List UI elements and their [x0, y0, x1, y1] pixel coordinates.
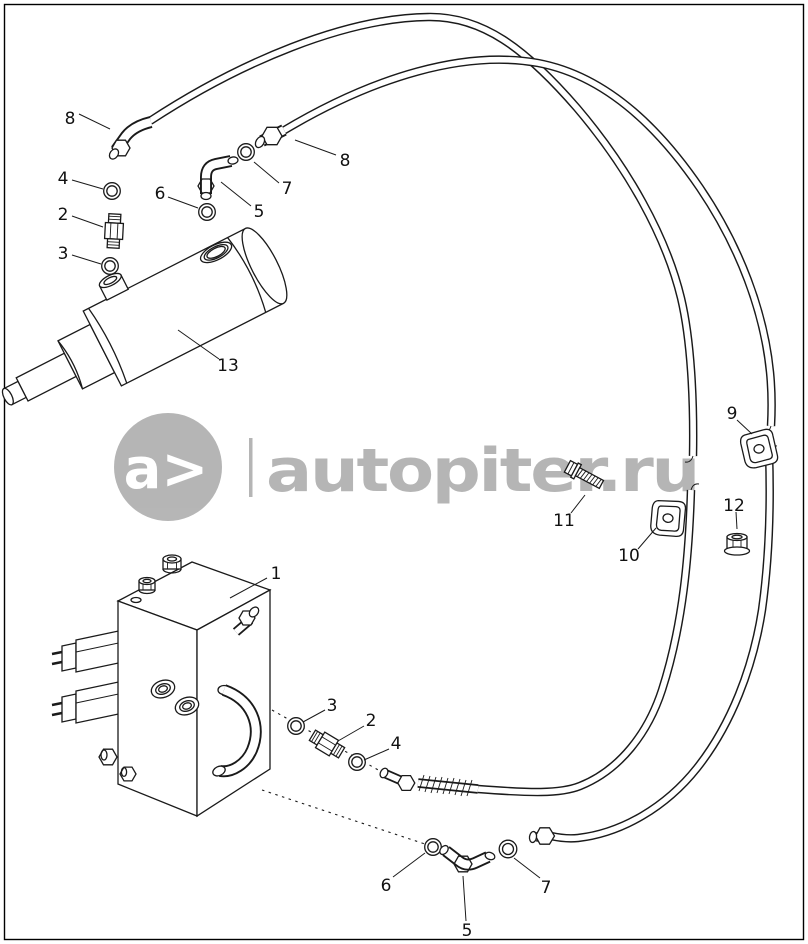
- callout-7-top: 7: [282, 179, 293, 199]
- straight-fitting-2-top: [103, 213, 125, 249]
- hose-clamp-10: [648, 497, 688, 539]
- elbow-fitting-5-top: [197, 155, 239, 201]
- block-port-upper: [150, 679, 176, 699]
- watermark-site-text: autopiter.ru: [266, 436, 698, 506]
- watermark-logo-circle: [114, 413, 222, 521]
- callout-2-bottom: 2: [366, 711, 377, 731]
- solenoid-valve-lower: [51, 679, 129, 724]
- o-ring-4-bottom: [348, 753, 366, 771]
- leader-lines: [71, 113, 753, 922]
- o-ring-7-bottom: [498, 839, 518, 859]
- hydraulic-cylinder: [1, 227, 288, 406]
- hose-fitting-top: [254, 124, 287, 149]
- hose-end-fitting-bottom: [528, 827, 556, 845]
- elbow-fitting-5-bottom: [439, 844, 496, 873]
- cylinder-port-b: [199, 241, 233, 264]
- watermark-divider: [249, 438, 253, 497]
- bolt-11: [563, 459, 605, 490]
- block-bent-tube: [212, 684, 262, 778]
- block-hex-plug-1: [98, 748, 118, 766]
- callout-3-bottom: 3: [327, 696, 338, 716]
- callout-5-bottom: 5: [462, 921, 473, 941]
- valve-block: [51, 554, 272, 818]
- block-right-fitting: [232, 606, 260, 636]
- callout-4-bottom: 4: [391, 734, 402, 754]
- callout-5-top: 5: [254, 202, 265, 222]
- assembly-axis-lines: [261, 709, 447, 852]
- watermark-logo-text: a>: [124, 437, 209, 502]
- callout-9-clamp: 9: [727, 404, 738, 424]
- callout-8-top-left: 8: [65, 109, 76, 129]
- block-top-fitting-2: [138, 576, 156, 595]
- callout-4-top: 4: [58, 169, 69, 189]
- callout-6-top: 6: [155, 184, 166, 204]
- callout-2-top: 2: [58, 205, 69, 225]
- o-ring-4-top: [103, 182, 121, 200]
- hose-braided-end: [379, 767, 479, 797]
- callout-13-cylinder: 13: [217, 356, 239, 376]
- block-top-hole: [130, 596, 142, 604]
- flange-nut-12: [723, 532, 751, 556]
- cylinder-port-a: [98, 272, 130, 302]
- callout-6-bottom: 6: [381, 876, 392, 896]
- dashed-axis-lower: [261, 789, 447, 852]
- callout-3-top: 3: [58, 244, 69, 264]
- callout-8-top: 8: [340, 151, 351, 171]
- solenoid-valve-upper: [51, 628, 129, 673]
- elbow-fitting-top-left: [108, 116, 153, 160]
- callout-7-bottom: 7: [541, 878, 552, 898]
- o-ring-6-bottom: [424, 838, 442, 856]
- hydraulic-hoses: [147, 12, 778, 843]
- straight-fitting-2-bottom: [308, 729, 346, 759]
- callout-11-bolt: 11: [553, 511, 575, 531]
- o-ring-3-bottom: [287, 717, 305, 735]
- block-hex-plug-2: [119, 766, 137, 782]
- o-ring-6-top: [198, 203, 216, 221]
- block-top-fitting-1: [162, 554, 182, 574]
- watermark: a> autopiter.ru: [114, 413, 700, 521]
- callouts: 8 4 2 3 6 5 7 8 13 9 11 10 12 1 3 2 4 6 …: [58, 109, 745, 941]
- block-port-lower: [174, 696, 200, 716]
- o-ring-3-top: [101, 257, 119, 275]
- callout-10-clamp: 10: [618, 546, 640, 566]
- callout-12-nut: 12: [723, 496, 745, 516]
- o-ring-7-top: [237, 143, 255, 161]
- callout-1-valve-block: 1: [271, 564, 282, 584]
- page-border: [3, 3, 805, 941]
- braid-hatch: [418, 774, 473, 797]
- hose-clamp-9: [738, 427, 780, 471]
